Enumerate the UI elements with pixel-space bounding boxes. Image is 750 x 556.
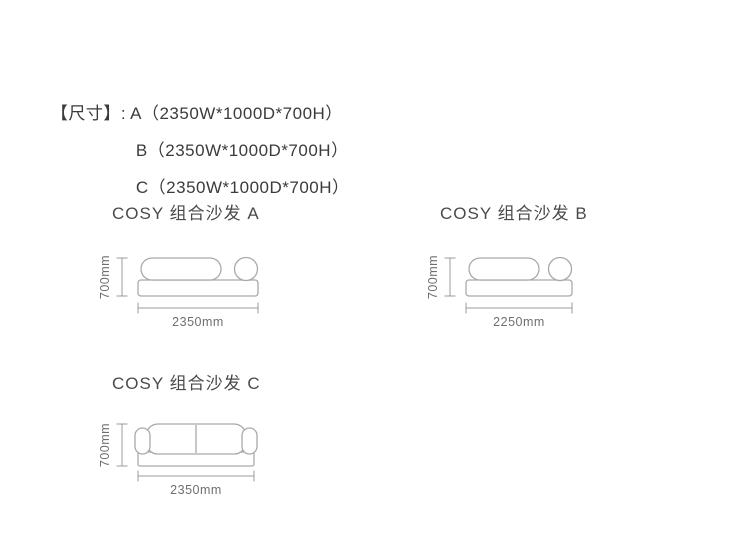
sofa-armrest-right — [241, 427, 258, 455]
size-spec-line-a: 【尺寸】:A（2350W*1000D*700H） — [30, 58, 350, 123]
sofa-drawing — [465, 256, 573, 297]
width-dimension-line — [137, 302, 259, 314]
sofa-c-illustration: 700mm 2350mm — [100, 423, 258, 497]
diagram-sofa-b: COSY 组合沙发 B 700mm 2250mm — [428, 202, 608, 338]
sofa-back-cushion — [468, 257, 540, 281]
size-spec-line-b: B（2350W*1000D*700H） — [30, 95, 350, 160]
size-spec-line-c: C（2350W*1000D*700H） — [30, 132, 350, 197]
width-dimension-line — [465, 302, 573, 314]
size-spec-label: 【尺寸】: — [50, 104, 127, 123]
height-dimension-line — [116, 423, 128, 467]
height-dimension-label: 700mm — [428, 255, 440, 299]
width-dimension-label: 2350mm — [172, 315, 224, 329]
size-spec-value-a: A（2350W*1000D*700H） — [130, 104, 343, 123]
sofa-bolster — [233, 256, 259, 282]
diagram-sofa-c: COSY 组合沙发 C 700mm 2350mm — [100, 372, 280, 508]
diagram-title-c: COSY 组合沙发 C — [112, 374, 261, 393]
sofa-base — [137, 279, 259, 297]
sofa-armrest-left — [134, 427, 151, 455]
sofa-back-cushion — [140, 257, 222, 281]
size-spec-block: 【尺寸】:A（2350W*1000D*700H） B（2350W*1000D*7… — [30, 58, 350, 197]
diagram-title-b: COSY 组合沙发 B — [440, 204, 588, 223]
width-dimension-label: 2250mm — [493, 315, 545, 329]
height-dimension-line — [116, 257, 128, 297]
sofa-a-illustration: 700mm 2350mm — [100, 255, 259, 329]
size-spec-value-c: C（2350W*1000D*700H） — [135, 178, 350, 197]
sofa-drawing — [134, 423, 258, 467]
diagram-title-a: COSY 组合沙发 A — [112, 204, 260, 223]
height-dimension-label: 700mm — [100, 255, 112, 299]
sofa-b-illustration: 700mm 2250mm — [428, 255, 573, 329]
diagram-sofa-a: COSY 组合沙发 A 700mm 2350mm — [100, 202, 280, 338]
size-spec-value-b: B（2350W*1000D*700H） — [135, 141, 349, 160]
sofa-base — [465, 279, 573, 297]
height-dimension-line — [444, 257, 456, 297]
sofa-bolster — [547, 256, 573, 282]
width-dimension-line — [137, 470, 255, 482]
width-dimension-label: 2350mm — [170, 483, 222, 497]
height-dimension-label: 700mm — [100, 423, 112, 467]
sofa-drawing — [137, 256, 259, 297]
